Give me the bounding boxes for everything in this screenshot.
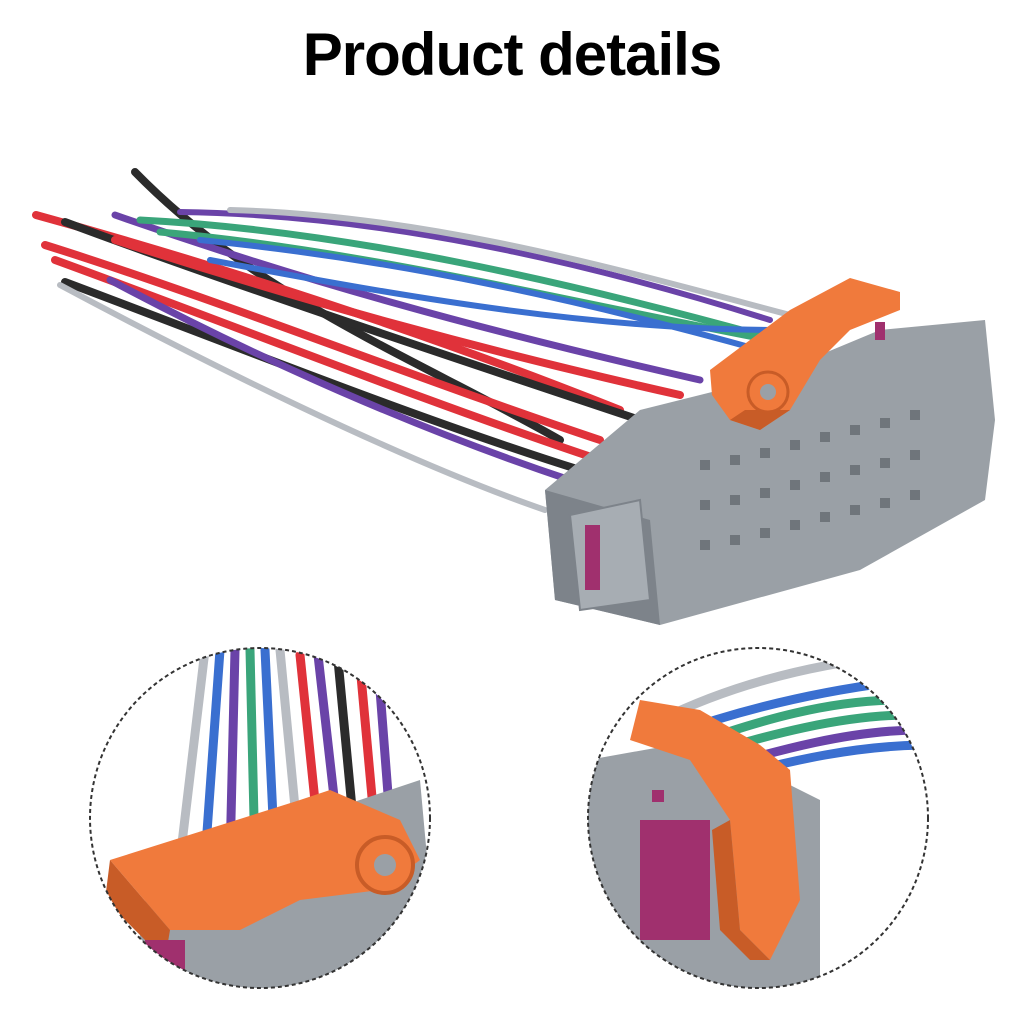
connector-housing <box>545 320 995 625</box>
wire <box>111 211 704 384</box>
wire <box>177 209 773 323</box>
detail-circle-border <box>89 647 431 989</box>
wire <box>61 278 584 474</box>
wire <box>111 236 684 399</box>
terminal-cavities <box>700 410 920 550</box>
wire <box>136 216 764 339</box>
wire <box>57 282 548 513</box>
wire <box>41 241 604 444</box>
page-title: Product details <box>302 21 722 88</box>
detail-left <box>89 647 431 989</box>
detail-right <box>587 647 929 989</box>
harness-wires <box>32 168 793 513</box>
wire <box>227 207 793 318</box>
wire <box>106 276 574 484</box>
wire <box>207 257 783 333</box>
latch-tab <box>585 525 600 590</box>
locking-lever <box>710 278 900 430</box>
detail-circle-border <box>587 647 929 989</box>
